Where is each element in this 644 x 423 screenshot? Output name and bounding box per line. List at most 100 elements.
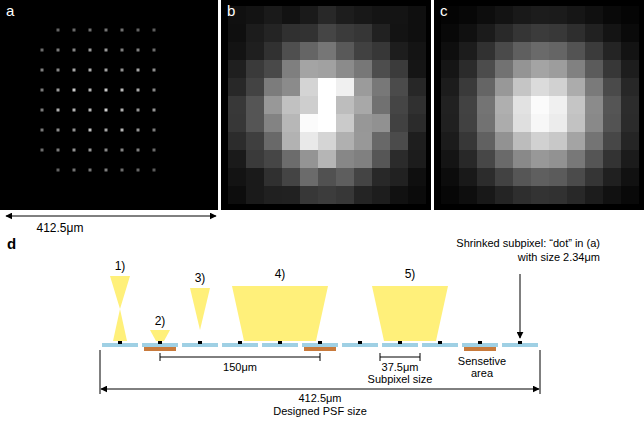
psf-pixel	[549, 114, 567, 132]
psf-pixel	[513, 42, 531, 60]
psf-pixel	[264, 150, 282, 168]
dimension-tick	[380, 353, 381, 361]
psf-pixel	[585, 42, 603, 60]
psf-pixel	[318, 42, 336, 60]
psf-dot	[121, 29, 124, 32]
shrinked-dot	[398, 341, 402, 344]
psf-pixel	[246, 42, 264, 60]
psf-pixel	[354, 24, 372, 42]
dimension-label: Subpixel size	[368, 373, 433, 385]
psf-pixel	[585, 24, 603, 42]
psf-pixel	[441, 114, 459, 132]
psf-pixel	[459, 114, 477, 132]
psf-dot	[41, 149, 44, 152]
psf-pixel	[318, 6, 336, 24]
psf-dot	[57, 109, 60, 112]
annotation: Sensetive area	[452, 355, 512, 379]
psf-dot	[89, 129, 92, 132]
psf-pixel	[390, 186, 408, 204]
psf-pixel	[459, 6, 477, 24]
psf-pixel	[477, 114, 495, 132]
psf-dot	[41, 49, 44, 52]
shrinked-dot	[318, 341, 322, 344]
psf-pixel	[246, 186, 264, 204]
psf-dot	[41, 129, 44, 132]
psf-pixel	[264, 186, 282, 204]
psf-dot	[89, 69, 92, 72]
shrinked-dot	[278, 341, 282, 344]
psf-pixel	[441, 132, 459, 150]
psf-dot	[121, 149, 124, 152]
callout-number: 4)	[275, 268, 286, 281]
panel-label: b	[227, 3, 235, 20]
psf-dot	[137, 129, 140, 132]
psf-pixel	[300, 186, 318, 204]
psf-dot	[89, 49, 92, 52]
psf-pixel	[621, 78, 639, 96]
psf-pixel	[300, 6, 318, 24]
psf-dot	[105, 109, 108, 112]
shrinked-dot	[158, 341, 162, 344]
psf-pixel	[228, 114, 246, 132]
psf-pixel	[228, 186, 246, 204]
psf-pixel	[567, 78, 585, 96]
psf-dot	[41, 89, 44, 92]
panel-label: a	[6, 3, 14, 20]
dimension-label: 37.5μm	[382, 361, 419, 373]
shrinked-dot	[198, 341, 202, 344]
psf-pixel	[459, 78, 477, 96]
psf-pixel	[228, 96, 246, 114]
psf-pixel	[300, 78, 318, 96]
psf-pixel	[513, 150, 531, 168]
psf-pixel	[354, 78, 372, 96]
psf-pixel	[390, 114, 408, 132]
dimension-tick	[540, 350, 541, 394]
callout-number: 2)	[155, 315, 166, 328]
psf-pixel	[531, 132, 549, 150]
psf-dot	[73, 149, 76, 152]
psf-pixel	[390, 78, 408, 96]
psf-pixel	[300, 42, 318, 60]
psf-pixel	[390, 42, 408, 60]
psf-pixel	[531, 114, 549, 132]
psf-pixel	[372, 114, 390, 132]
psf-pixel	[585, 6, 603, 24]
psf-pixel	[246, 168, 264, 186]
psf-pixel	[300, 114, 318, 132]
psf-pixel	[264, 60, 282, 78]
psf-pixel	[372, 78, 390, 96]
psf-pixel	[513, 114, 531, 132]
psf-pixel	[567, 42, 585, 60]
psf-pixel	[282, 186, 300, 204]
psf-pixel	[549, 186, 567, 204]
psf-pixel	[390, 60, 408, 78]
psf-dot	[105, 69, 108, 72]
psf-dot	[73, 69, 76, 72]
psf-dot	[137, 49, 140, 52]
psf-pixel	[282, 6, 300, 24]
psf-pixel	[621, 6, 639, 24]
psf-dot	[105, 49, 108, 52]
psf-dot	[57, 69, 60, 72]
psf-pixel	[495, 150, 513, 168]
psf-pixel	[549, 24, 567, 42]
psf-dot	[89, 169, 92, 172]
psf-dot	[137, 109, 140, 112]
psf-pixel	[372, 150, 390, 168]
psf-pixel	[585, 114, 603, 132]
psf-pixel	[318, 96, 336, 114]
psf-dot	[57, 49, 60, 52]
psf-dot	[105, 29, 108, 32]
psf-pixel	[390, 96, 408, 114]
psf-pixel	[603, 6, 621, 24]
psf-pixel	[477, 24, 495, 42]
psf-dot	[153, 149, 156, 152]
panel-label: d	[7, 236, 16, 253]
psf-pixel	[228, 168, 246, 186]
dimension-line	[160, 357, 320, 358]
callout-number: 3)	[195, 272, 206, 285]
psf-pixel	[336, 114, 354, 132]
psf-pixel	[459, 24, 477, 42]
psf-pixel	[621, 24, 639, 42]
psf-pixel	[354, 132, 372, 150]
